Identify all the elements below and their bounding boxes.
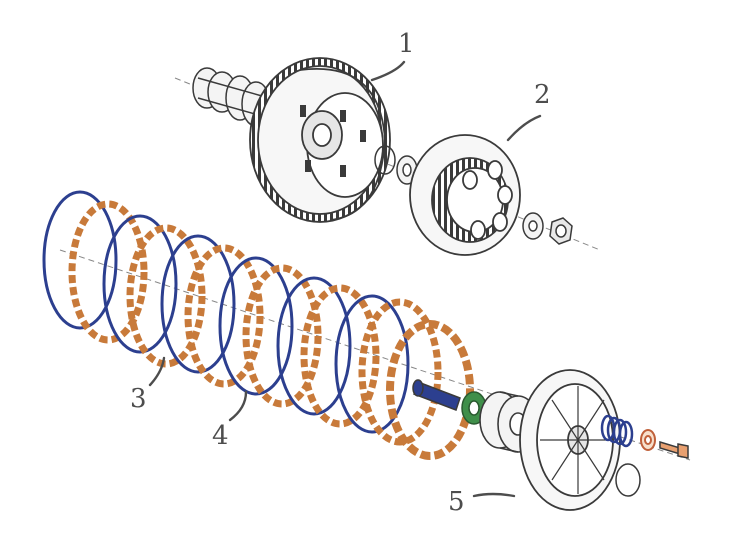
push-rod bbox=[412, 379, 461, 411]
circlip bbox=[374, 145, 396, 175]
friction-plate bbox=[126, 224, 206, 368]
steel-plate bbox=[218, 256, 294, 396]
friction-plate bbox=[184, 244, 264, 388]
inner-hub bbox=[409, 134, 521, 256]
steel-plate bbox=[276, 276, 352, 416]
callout-5: 5 bbox=[448, 487, 465, 517]
spring-bolt bbox=[659, 440, 689, 459]
friction-plate bbox=[300, 284, 380, 428]
steel-plate bbox=[42, 190, 118, 330]
callout-3: 3 bbox=[130, 384, 147, 414]
friction-plate bbox=[358, 298, 442, 446]
clutch-plate-stack bbox=[42, 190, 474, 460]
friction-plate bbox=[68, 200, 148, 344]
leader-2 bbox=[506, 114, 542, 142]
leader-3 bbox=[148, 356, 166, 387]
leader-4 bbox=[228, 390, 248, 422]
spring-washer bbox=[640, 429, 656, 451]
friction-plate-outer bbox=[386, 320, 474, 460]
hub-nut bbox=[549, 217, 573, 245]
leader-1 bbox=[370, 60, 406, 82]
steel-plate bbox=[102, 214, 178, 354]
pressure-plate bbox=[519, 369, 621, 511]
callout-4: 4 bbox=[212, 421, 229, 451]
steel-plate bbox=[334, 294, 410, 434]
steel-plate bbox=[160, 234, 236, 374]
clutch-basket bbox=[249, 57, 391, 223]
friction-plate bbox=[242, 264, 322, 408]
callout-leaders bbox=[148, 60, 542, 498]
lock-washer bbox=[522, 212, 544, 240]
callout-1: 1 bbox=[398, 29, 415, 59]
plate-circlip bbox=[615, 463, 641, 497]
clutch-spring bbox=[600, 414, 634, 448]
leader-5 bbox=[472, 492, 516, 498]
callout-2: 2 bbox=[534, 80, 551, 110]
